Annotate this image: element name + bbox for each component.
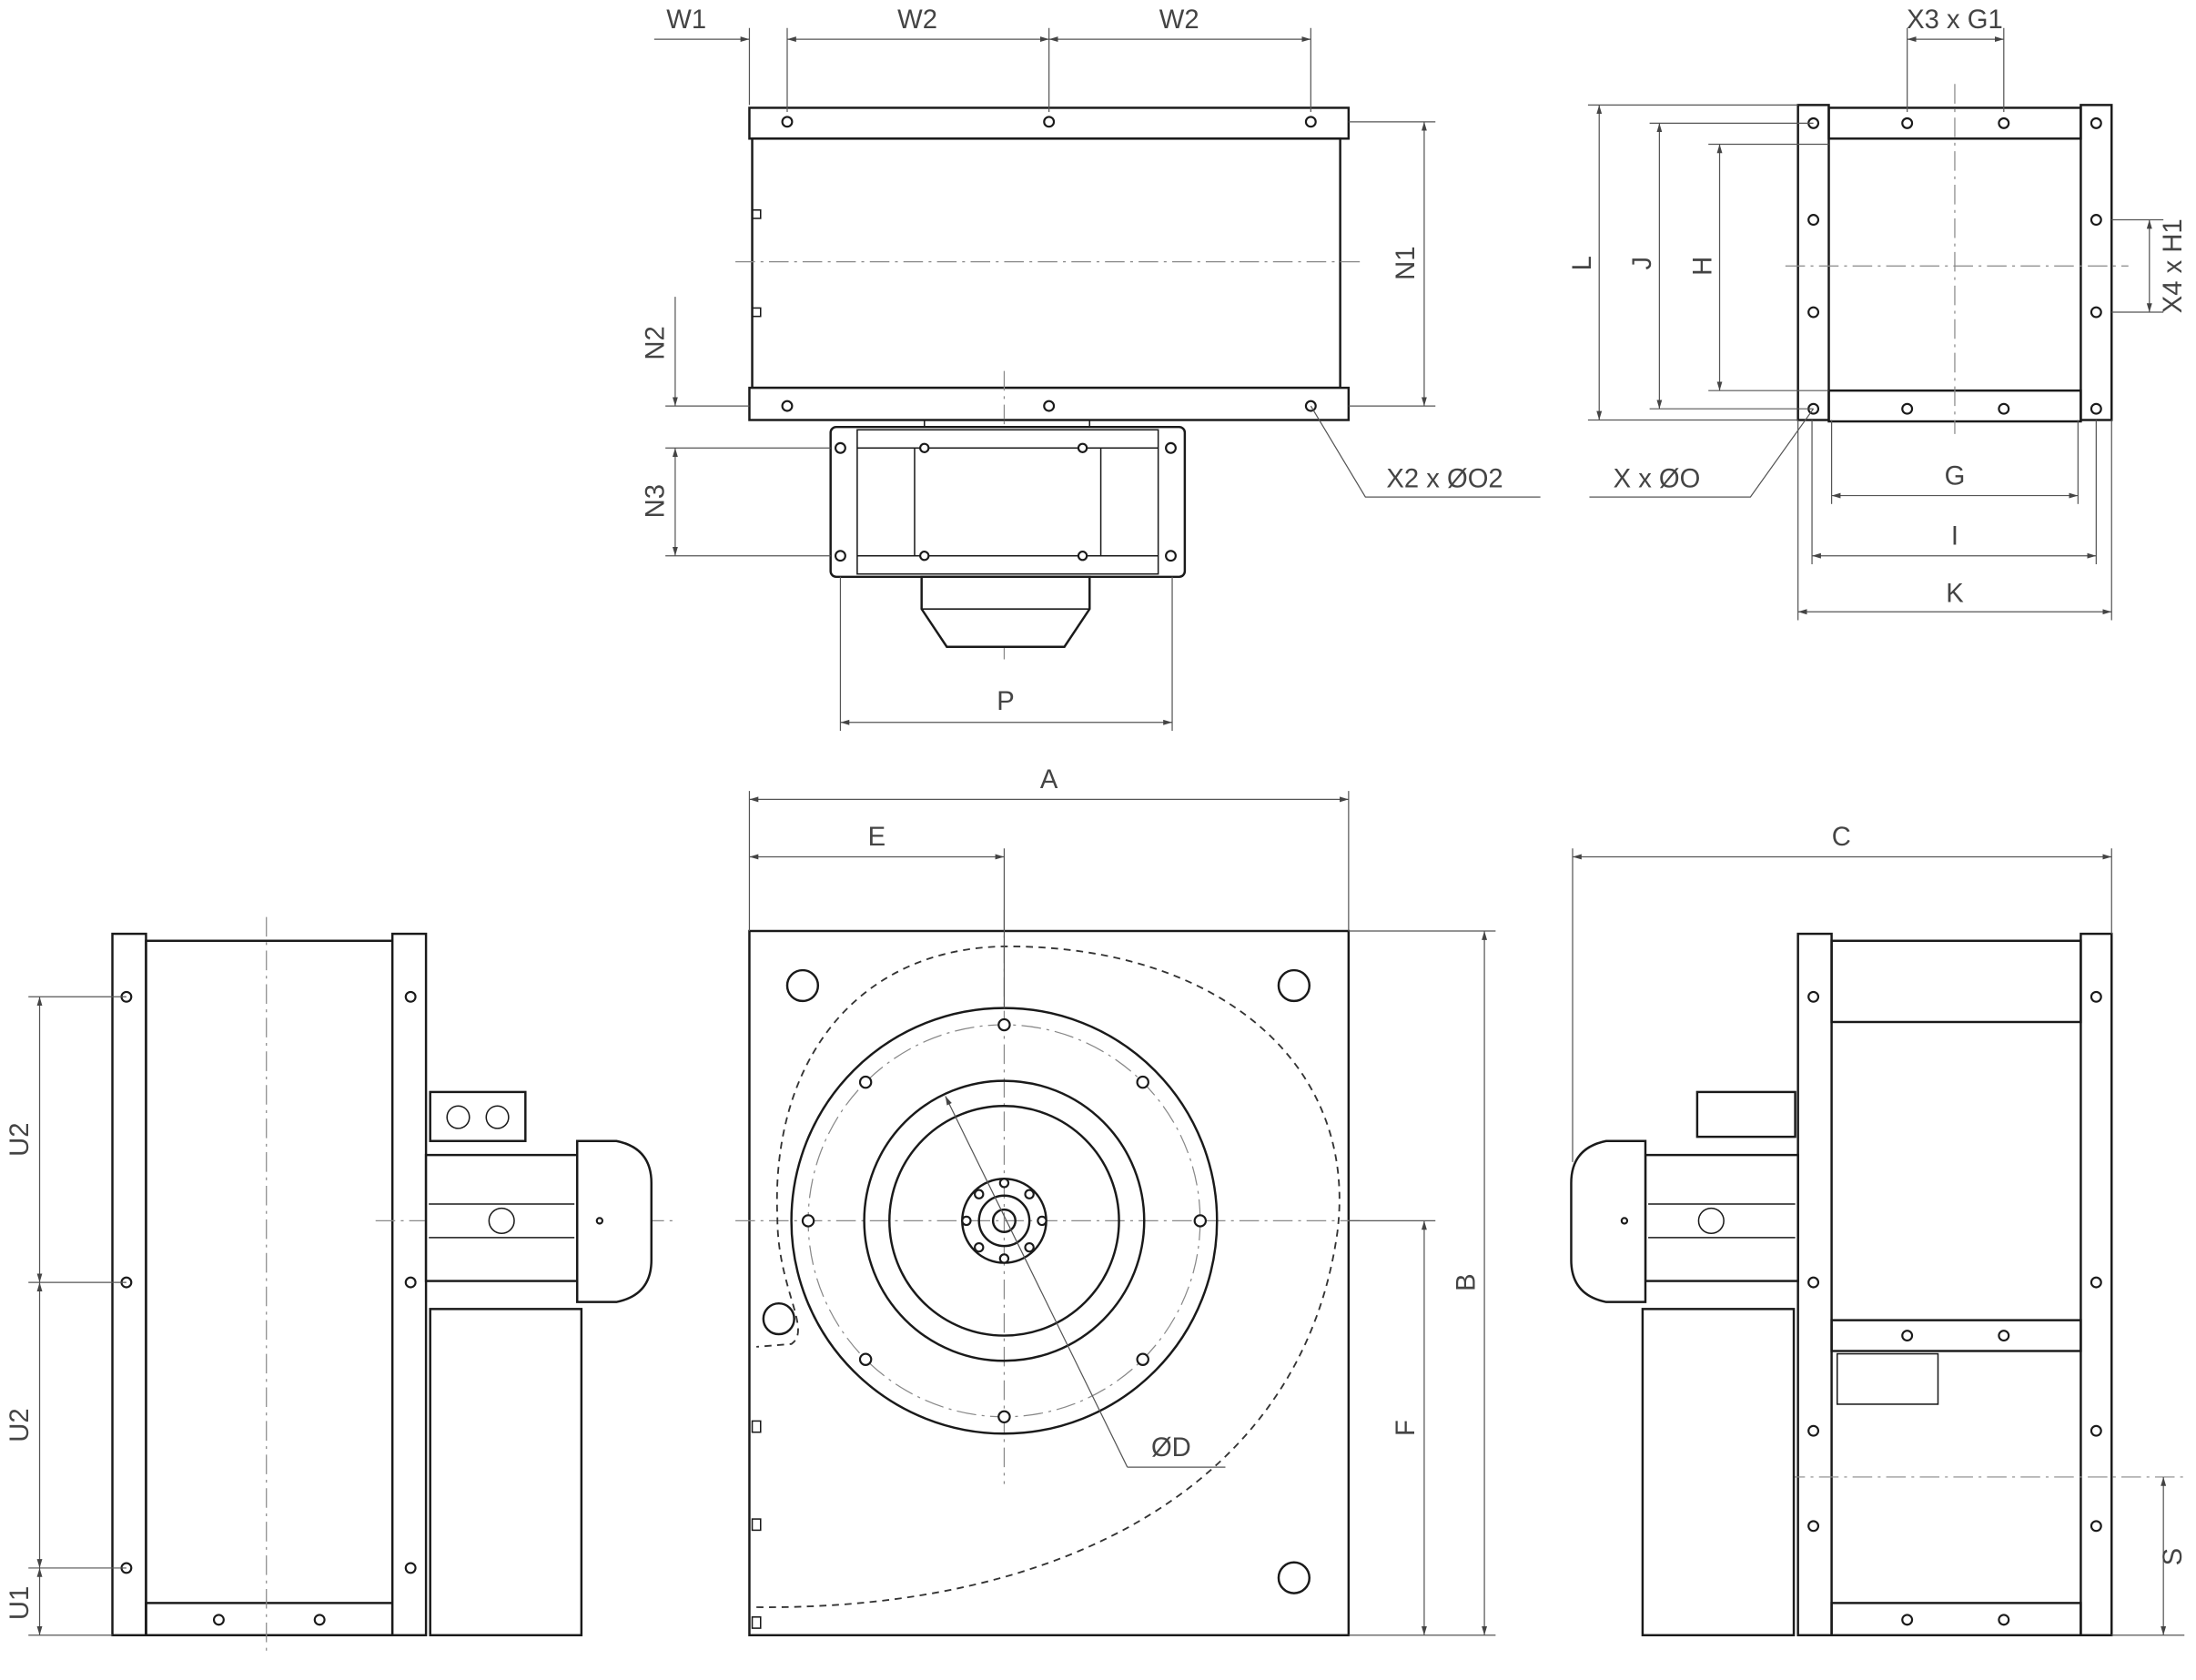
dim-c: C <box>1832 823 1851 852</box>
motor <box>424 1090 653 1303</box>
left-side-view: U2 U2 U1 <box>5 916 673 1653</box>
dim-a: A <box>1040 765 1058 794</box>
front-view: ØD A E B F <box>735 765 1496 1637</box>
dim-u2: U2 <box>5 1123 35 1157</box>
motor <box>1570 1090 1799 1303</box>
dim-f: F <box>1391 1420 1421 1436</box>
dim-p: P <box>997 687 1015 716</box>
dim-s: S <box>2159 1548 2188 1565</box>
dim-w1: W1 <box>666 5 706 35</box>
top-view: W1 W2 W2 N1 N2 N3 P X2 x ØO2 <box>642 5 1541 732</box>
bolt-holes <box>801 1017 1208 1424</box>
dim-i: I <box>1951 521 1958 551</box>
dim-g: G <box>1945 461 1966 491</box>
dim-b: B <box>1452 1273 1481 1290</box>
label-holes-o: X x ØO <box>1614 464 1701 493</box>
dim-n3: N3 <box>642 484 671 518</box>
inlet-view: X3 x G1 L J H X4 x H1 X x ØO G I K <box>1568 5 2188 621</box>
dim-u1: U1 <box>5 1586 35 1620</box>
dim-k: K <box>1946 579 1964 608</box>
dim-e: E <box>868 823 886 852</box>
label-holes-o2: X2 x ØO2 <box>1386 464 1503 493</box>
dim-w2: W2 <box>897 5 937 35</box>
dim-u2: U2 <box>5 1408 35 1442</box>
dim-n2: N2 <box>642 326 671 359</box>
dim-n1: N1 <box>1391 247 1421 280</box>
flange-holes <box>781 116 1317 412</box>
dim-w2: W2 <box>1159 5 1199 35</box>
dim-h: H <box>1688 257 1717 276</box>
dim-d: ØD <box>1151 1433 1191 1462</box>
dim-l: L <box>1568 256 1597 270</box>
dim-x3-g1: X3 x G1 <box>1907 5 2003 35</box>
right-side-view: C S <box>1570 823 2188 1637</box>
dim-x4-h1: X4 x H1 <box>2159 218 2188 313</box>
dim-j: J <box>1628 257 1657 270</box>
